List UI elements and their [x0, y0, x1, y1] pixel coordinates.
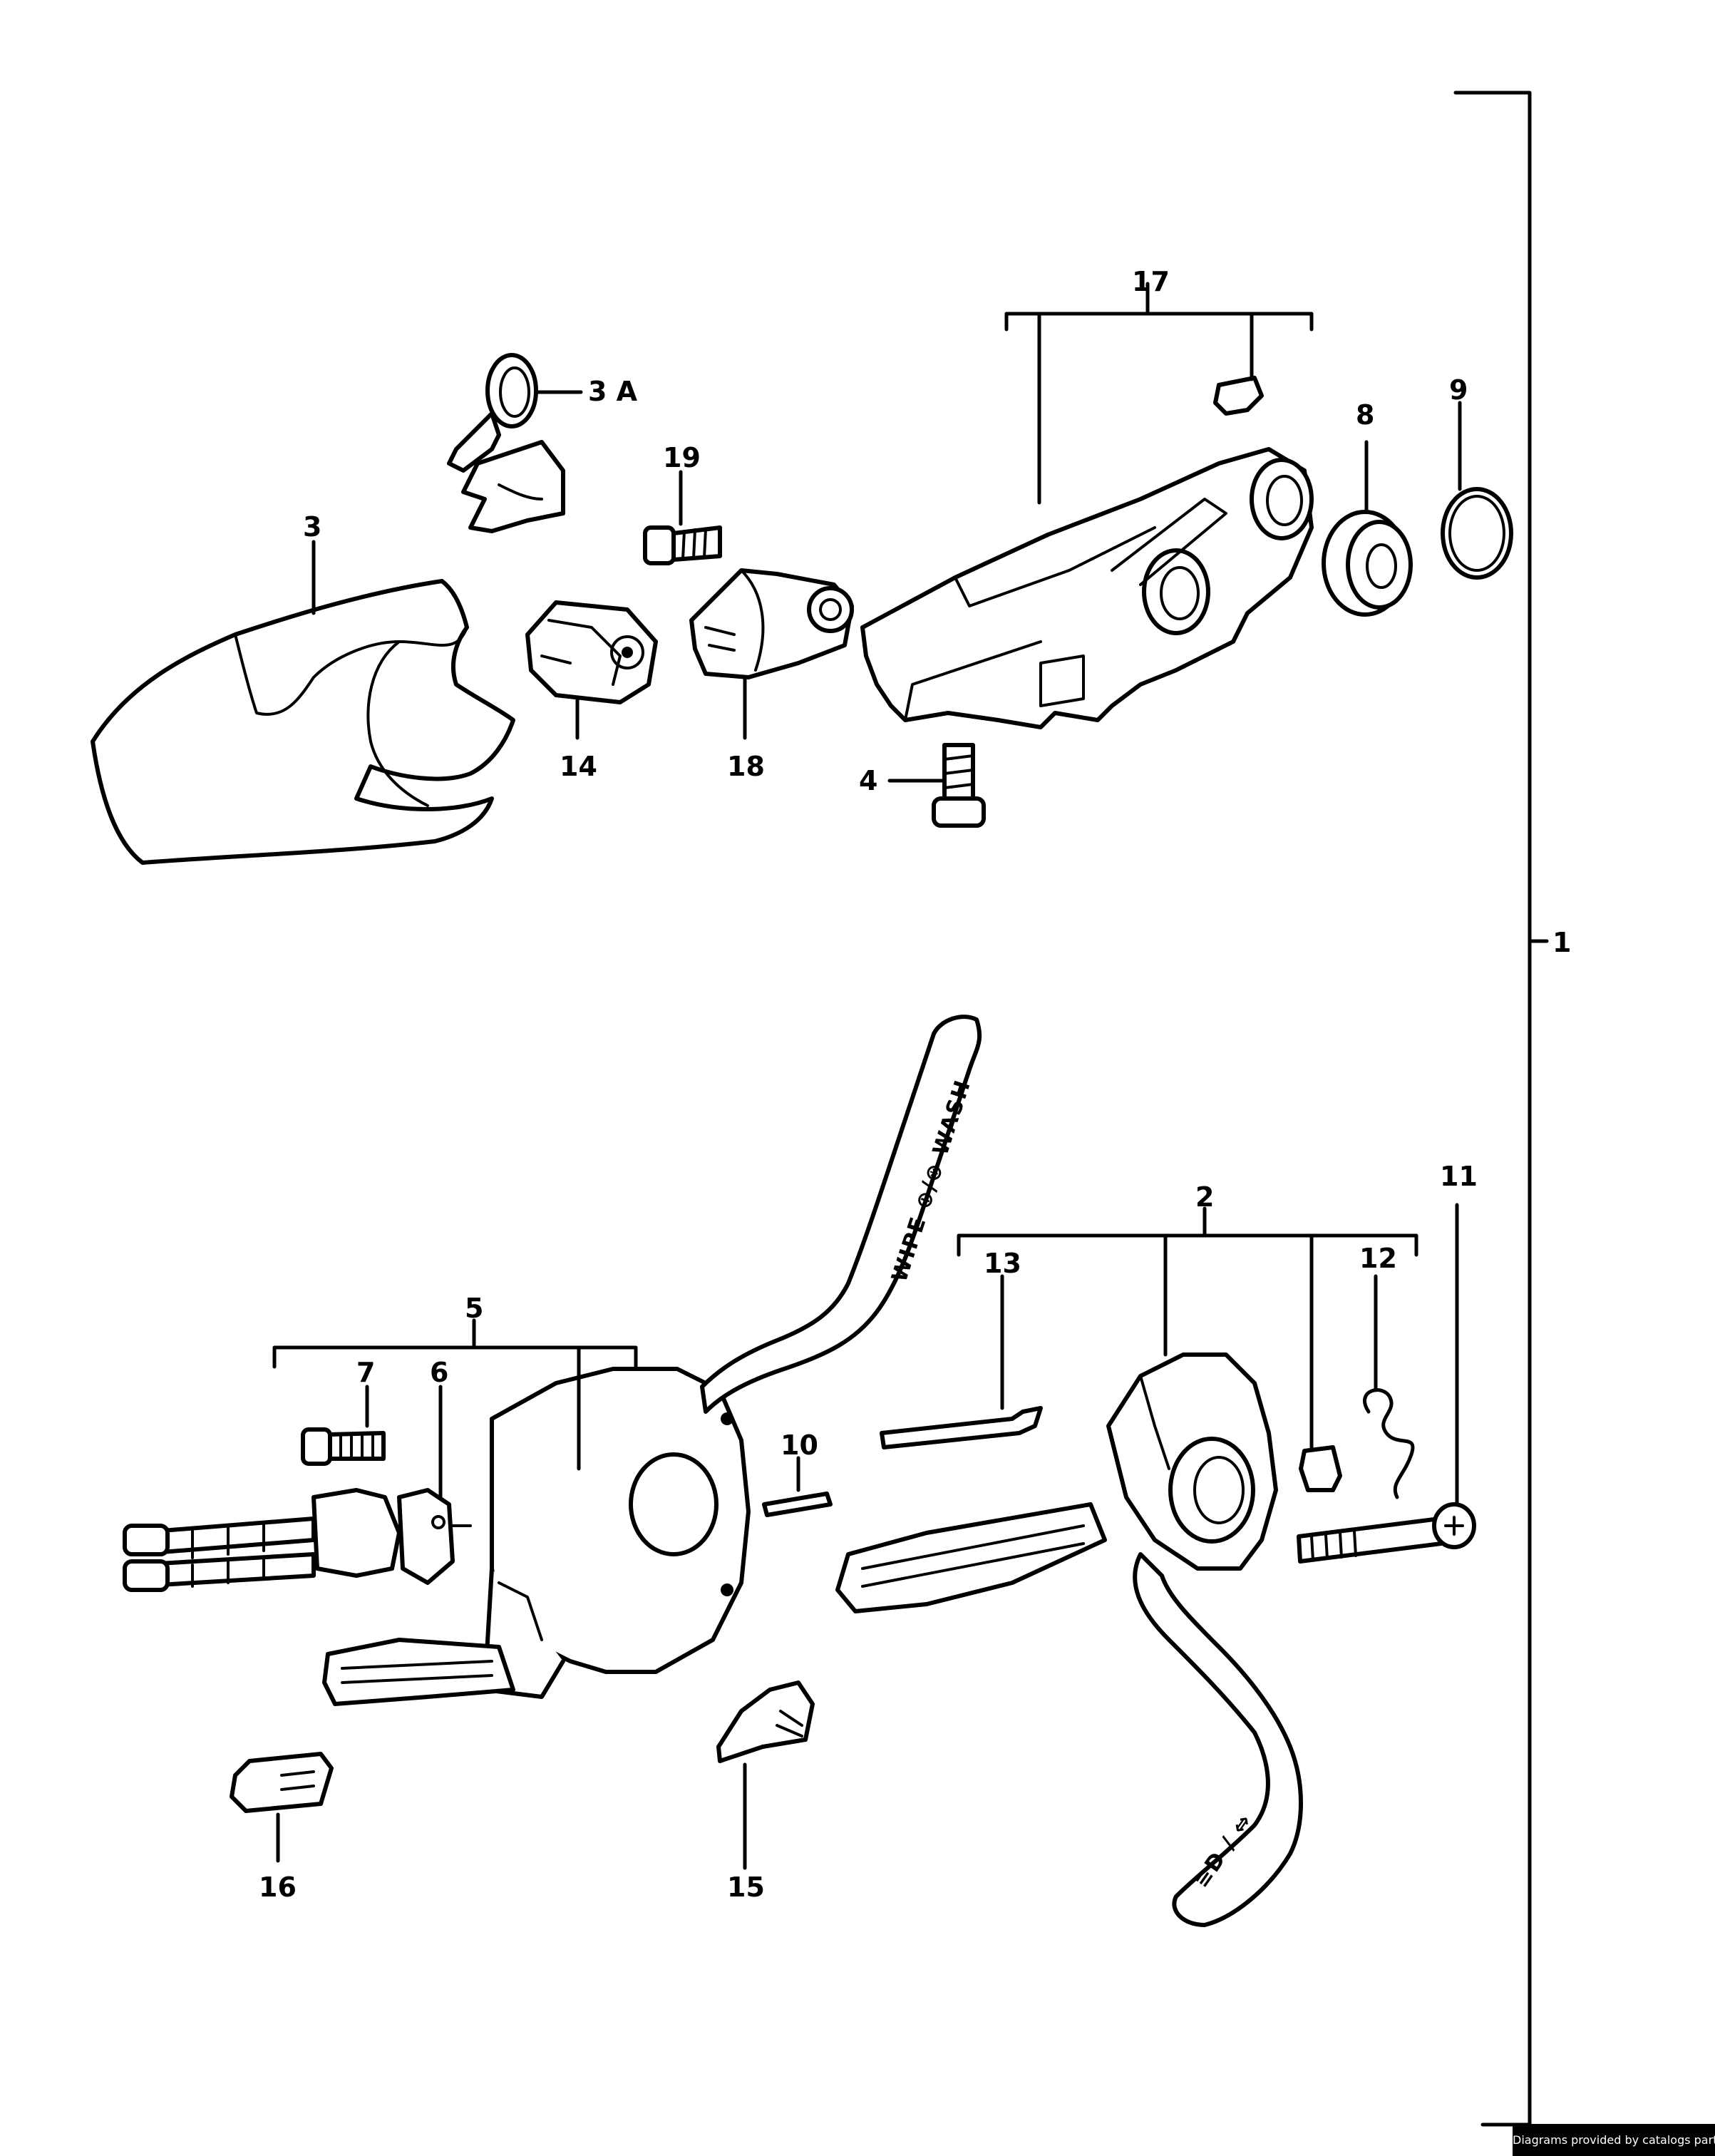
clip-part-2 — [1299, 1445, 1342, 1492]
wiper-switch-part-5 — [322, 1367, 751, 1706]
indicator-stalk: ≡D / ⇔ — [1133, 1552, 1303, 1927]
button-cap-part-16 — [230, 1752, 334, 1813]
credit-banner: Diagrams provided by catalogs parts — [1513, 2124, 1715, 2156]
label-part-11: 11 — [1440, 1161, 1478, 1192]
label-part-12: 12 — [1359, 1243, 1397, 1274]
wire-spring-part-12 — [1363, 1388, 1415, 1499]
label-part-3: 3 — [303, 511, 321, 543]
snap-ring-part-9 — [1441, 487, 1513, 580]
lever-part-3a — [447, 353, 565, 533]
label-part-5: 5 — [465, 1293, 483, 1324]
wiper-stalk: WIPE ⊕/⊛ WASH — [700, 1015, 982, 1414]
label-part-10: 10 — [781, 1429, 818, 1461]
bracket-2 — [957, 1233, 1418, 1257]
label-part-6: 6 — [430, 1357, 448, 1388]
label-part-19: 19 — [663, 442, 701, 473]
spring-part-13 — [880, 1406, 1043, 1449]
label-part-14: 14 — [560, 751, 597, 782]
bushing-part-8 — [1322, 510, 1413, 617]
label-part-16: 16 — [259, 1872, 297, 1903]
long-screw-part-11 — [1297, 1502, 1476, 1564]
bolt-part-4 — [932, 743, 986, 828]
ignition-switch-part-18 — [689, 568, 854, 679]
screw-part-19 — [643, 525, 722, 565]
turn-signal-switch-part-2 — [835, 1352, 1278, 1613]
bracket-17 — [1004, 312, 1314, 332]
label-part-1: 1 — [1552, 927, 1571, 958]
label-part-13: 13 — [984, 1248, 1021, 1279]
label-part-7: 7 — [356, 1357, 375, 1388]
label-part-2: 2 — [1195, 1181, 1214, 1213]
label-part-17: 17 — [1132, 266, 1170, 297]
screw-part-7 — [301, 1427, 386, 1466]
label-part-18: 18 — [727, 751, 765, 782]
assembly-bracket-1 — [1453, 91, 1549, 2127]
button-cap-part-15 — [716, 1680, 815, 1763]
switch-body-part-6 — [123, 1488, 472, 1592]
lock-housing-part-17 — [860, 376, 1314, 729]
label-part-15: 15 — [727, 1872, 765, 1903]
label-part-3a: 3 A — [588, 376, 638, 407]
label-part-9: 9 — [1449, 374, 1468, 406]
label-part-4: 4 — [859, 765, 877, 796]
bracket-5 — [272, 1345, 638, 1369]
label-part-8: 8 — [1356, 399, 1374, 431]
shroud-cover-part-3 — [91, 579, 515, 865]
contact-block-part-14 — [525, 600, 658, 704]
pin-part-10 — [762, 1492, 833, 1517]
